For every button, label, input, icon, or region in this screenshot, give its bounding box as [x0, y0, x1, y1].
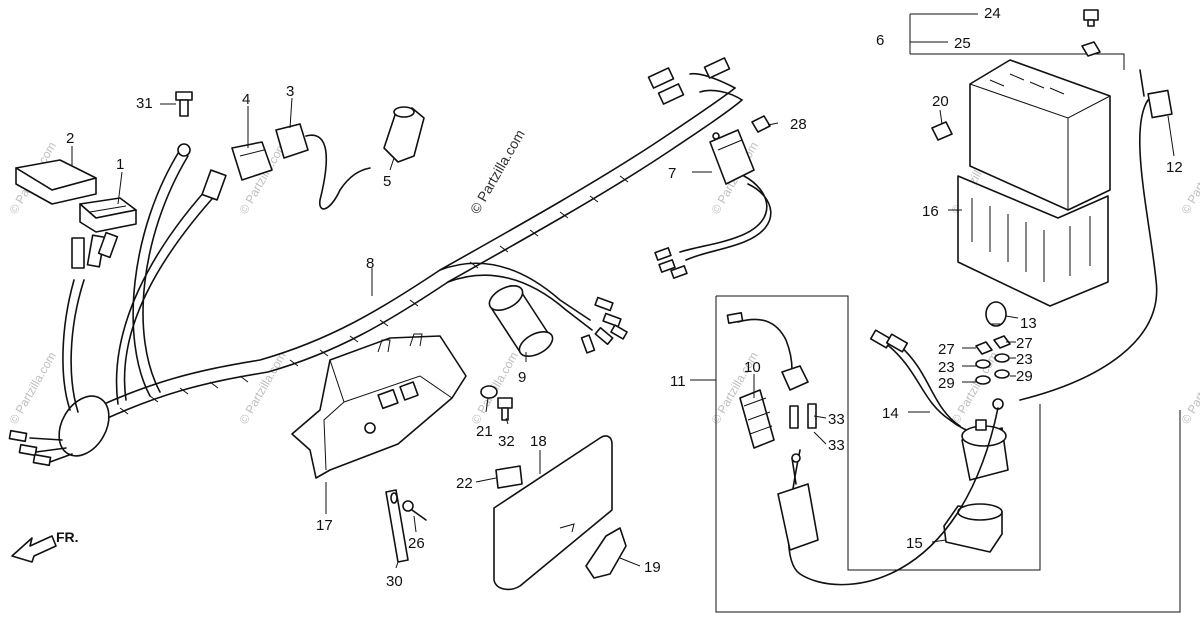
small-hardware-right [993, 335, 1011, 379]
watermark-faint: © Partzilla.com [236, 349, 289, 426]
callout-33-top: 33 [828, 411, 845, 428]
harness-connectors-top [647, 57, 743, 105]
part-16-battery [957, 59, 1111, 307]
callout-28: 28 [790, 116, 807, 133]
part-5-plug-cap [383, 106, 425, 163]
callout-7: 7 [668, 165, 676, 182]
harness-connectors-left [8, 231, 119, 467]
part-20-bolt [931, 121, 953, 141]
part-30-strap [385, 489, 409, 563]
watermark-faint: © Partzilla.com [6, 349, 59, 426]
part-24-screw [1083, 9, 1099, 27]
callout-2: 2 [66, 130, 74, 147]
watermark-faint: © Partzilla.com [948, 349, 1001, 426]
front-marker-label: FR. [56, 529, 79, 545]
part-7-module [654, 129, 772, 279]
callout-18: 18 [530, 433, 547, 450]
callout-labels: 1 2 3 4 5 6 7 8 9 10 11 12 13 14 15 16 1… [66, 5, 1183, 590]
callout-27-right: 27 [1016, 335, 1033, 352]
part-2-cover [15, 159, 97, 205]
callout-23-left: 23 [938, 359, 955, 376]
callout-9: 9 [518, 369, 526, 386]
callout-1: 1 [116, 156, 124, 173]
callout-11: 11 [670, 373, 686, 390]
part-33-fuses [789, 403, 817, 429]
small-hardware-left [975, 341, 993, 385]
part-13-bulb [985, 301, 1007, 327]
part-31-bolt [175, 91, 193, 117]
wire-harness [8, 57, 743, 467]
callout-23-right: 23 [1016, 351, 1033, 368]
callout-4: 4 [242, 91, 250, 108]
callout-21: 21 [476, 423, 493, 440]
callout-24: 24 [984, 5, 1001, 22]
part-25-nut [1081, 41, 1101, 57]
callout-17: 17 [316, 517, 333, 534]
callout-6: 6 [876, 32, 884, 49]
callout-12: 12 [1166, 159, 1183, 176]
callout-30: 30 [386, 573, 403, 590]
part-17-tray [291, 333, 467, 479]
callout-3: 3 [286, 83, 294, 100]
part-15-mount [943, 503, 1003, 553]
part-22-label [495, 465, 523, 489]
callout-13: 13 [1020, 315, 1037, 332]
callout-22: 22 [456, 475, 473, 492]
callout-14: 14 [882, 405, 899, 422]
part-10-fuse-holder [739, 389, 775, 449]
callout-29-left: 29 [938, 375, 955, 392]
callout-15: 15 [906, 535, 923, 552]
callout-19: 19 [644, 559, 661, 576]
callout-33-bottom: 33 [828, 437, 845, 454]
fuse-case-lower [777, 453, 819, 551]
part-18-cover [493, 435, 613, 591]
part-26-screw [402, 500, 427, 521]
callout-16: 16 [922, 203, 939, 220]
callout-32: 32 [498, 433, 515, 450]
callout-8: 8 [366, 255, 374, 272]
part-1-connector [79, 197, 137, 233]
callout-27-left: 27 [938, 341, 955, 358]
part-12-cable [992, 69, 1173, 410]
part-21-grommet [480, 385, 498, 399]
part-9-sleeve [488, 284, 554, 358]
callout-29-right: 29 [1016, 368, 1033, 385]
watermark-main: © Partzilla.com [467, 127, 528, 217]
part-14-relay [869, 329, 1009, 481]
callout-25: 25 [954, 35, 971, 52]
front-direction-marker: FR. [11, 529, 79, 563]
part-6-bracket-lines [909, 13, 1125, 70]
callout-20: 20 [932, 93, 949, 110]
part-19-clip [585, 527, 627, 579]
watermark-faint: © Partzilla.com [1178, 139, 1200, 216]
part-28-nut [751, 115, 771, 133]
watermark-faint: © Partzilla.com [1178, 349, 1200, 426]
callout-leaders [71, 97, 1175, 569]
part-4-holder [231, 141, 273, 181]
harness-connectors-right [580, 296, 628, 354]
callout-5: 5 [383, 173, 391, 190]
part-32-bolt [497, 397, 513, 421]
callout-26: 26 [408, 535, 425, 552]
callout-31: 31 [136, 95, 153, 112]
part-3-cap [275, 123, 371, 210]
callout-10: 10 [744, 359, 761, 376]
